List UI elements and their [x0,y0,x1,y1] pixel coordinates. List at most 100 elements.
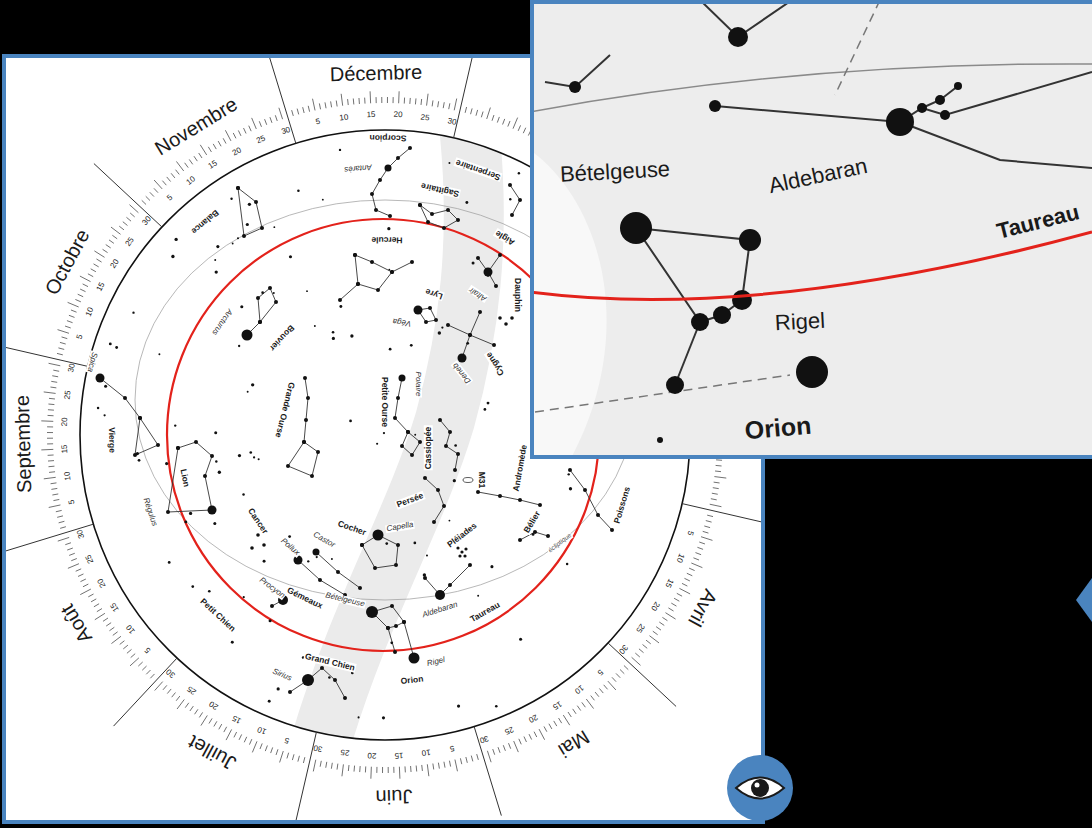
star-dot [434,318,438,322]
month-divider [682,504,765,525]
day-tick [154,180,162,189]
star-dot [406,430,410,434]
day-tick [449,761,450,767]
star-name: Véga [391,317,413,328]
star-dot [487,402,490,405]
star-dot [238,345,240,347]
day-tick [656,627,661,630]
star-dot [410,344,413,347]
day-tick [714,477,726,479]
constellation-line [388,628,395,652]
constellation-line [478,258,496,286]
star-dot [156,443,160,447]
day-tick [514,741,519,752]
constellation-name: Lion [179,467,192,488]
day-tick [94,604,99,607]
icon-disc [727,755,793,821]
day-tick [471,756,473,762]
month-name: Mai [555,727,593,761]
day-tick [244,128,247,133]
constellation-name: Cassiopée [424,426,433,471]
day-tick [460,758,461,764]
constellation-line [478,492,540,505]
day-tick [387,97,388,103]
star-dot [498,253,502,257]
star-dot [268,700,271,703]
constellation-line [340,284,358,300]
day-tick [78,294,83,296]
day-tick [150,674,154,678]
day-tick [639,649,644,653]
star-dot [438,331,441,334]
star-dot [414,306,423,315]
day-tick [276,749,278,755]
day-tick [476,110,478,116]
star-dot [583,488,587,492]
day-tick [632,657,641,665]
star-dot [796,356,828,388]
milky-way [530,150,607,459]
star-dot [333,678,337,682]
star-dot [494,284,498,288]
star-dot [484,408,487,411]
day-tick [163,685,167,690]
day-tick [697,547,703,549]
star-name: Aldebaran [420,600,459,619]
day-tick [51,381,57,383]
day-tick [646,640,651,644]
day-tick [466,757,467,763]
star-dot [208,506,217,515]
day-tick [213,144,216,149]
star-dot [250,546,254,550]
day-number: 5 [284,735,291,744]
star-dot [940,110,950,120]
star-dot [258,320,262,324]
day-tick [443,102,444,108]
star-dot [332,337,335,340]
star-dot [428,306,432,310]
month-divider [114,658,177,726]
day-tick [471,108,473,114]
star-dot [304,418,308,422]
day-tick [189,159,192,164]
star-dot [386,626,390,630]
day-tick [421,99,423,105]
star-name: Procyon [257,575,287,600]
constellation-line [900,122,1092,168]
day-tick [554,721,557,726]
day-tick [354,766,356,772]
day-number: 10 [125,623,137,635]
star-dot [418,203,422,207]
star-dot [158,353,160,355]
day-tick [693,558,699,560]
day-tick [103,249,108,252]
day-tick [176,161,183,171]
day-number: 10 [421,748,431,757]
star-dot [446,323,450,327]
star-dot [269,619,272,622]
star-dot [96,374,105,383]
constellation-name: Pléiades [445,520,479,549]
day-tick [177,699,184,709]
day-tick [498,747,500,753]
day-tick [52,376,58,377]
star-dot [728,27,748,47]
day-tick [68,302,79,307]
month-divider [474,727,501,816]
star-dot [432,520,436,524]
day-tick [404,98,405,104]
star-dots [569,27,962,443]
day-tick [487,108,491,119]
eye-iris [751,779,769,797]
day-tick [60,527,66,529]
constellation-name: Poissons [612,485,631,526]
day-tick [190,706,193,711]
day-tick [142,666,146,670]
day-number: 5 [449,743,455,752]
day-tick [573,709,576,714]
star-dot [115,346,118,349]
day-tick [97,609,102,612]
day-number: 15 [61,444,69,453]
day-tick [513,118,518,129]
constellation-name: Bouvier [267,323,296,353]
